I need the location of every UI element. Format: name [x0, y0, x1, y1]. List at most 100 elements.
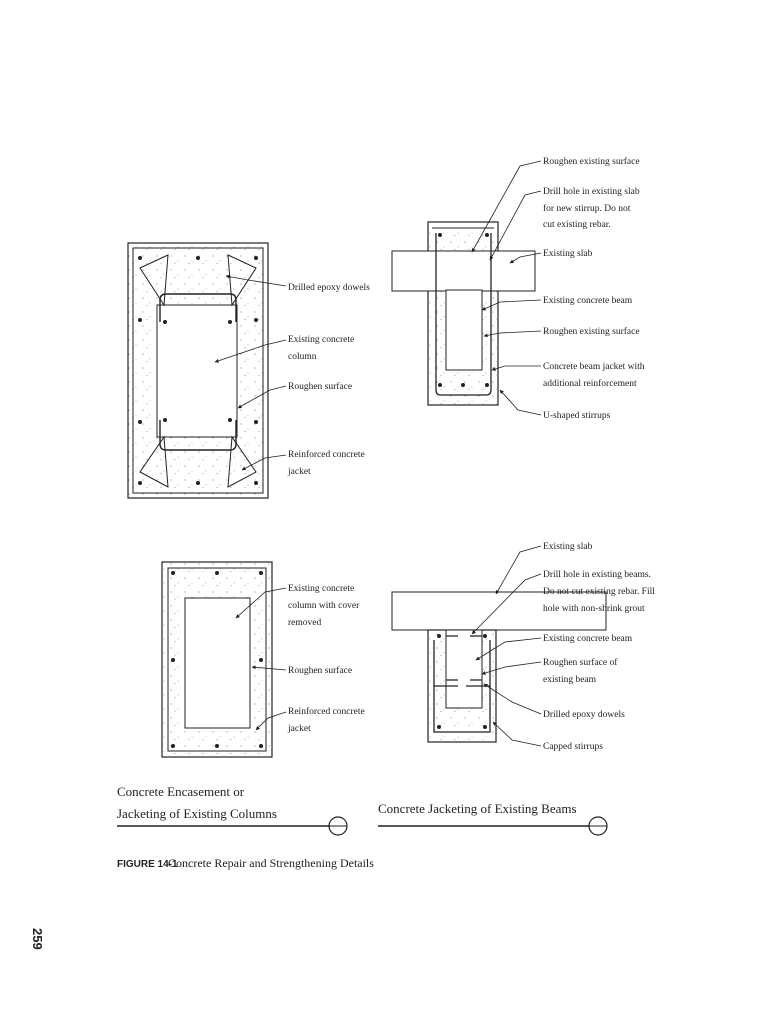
label-jacket: Concrete beam jacket with — [543, 362, 645, 372]
rebar — [196, 481, 200, 485]
rebar — [254, 481, 258, 485]
beam-detail-2: Existing slab Drill hole in existing bea… — [391, 542, 655, 752]
jacket-rebar-hoop — [132, 247, 264, 494]
label-roughen-2: existing beam — [543, 675, 597, 685]
caption-columns-line1: Concrete Encasement or — [117, 784, 245, 799]
existing-beam — [445, 289, 483, 371]
leader-slab — [509, 252, 542, 264]
slab-mask — [392, 251, 535, 291]
leader-drill — [489, 190, 542, 261]
leader-beam — [475, 637, 542, 661]
rebar — [254, 256, 258, 260]
rebar — [461, 383, 465, 387]
dowel-top — [159, 293, 237, 322]
jacket-rebar-hoop — [167, 567, 267, 752]
existing-column-cover-removed — [184, 597, 251, 729]
label-roughen: Roughen surface — [288, 381, 352, 392]
leader-jacket — [255, 711, 287, 731]
rebar — [138, 318, 142, 322]
leader-existing-column — [214, 339, 287, 363]
leader-stirrups — [499, 389, 542, 416]
beam-detail-1: Roughen existing surface Drill hole in e… — [391, 156, 645, 421]
rebar — [483, 634, 487, 638]
leader-dowels — [225, 274, 287, 287]
existing-column-mask — [185, 598, 250, 728]
label-jacket: Reinforced concrete — [288, 706, 365, 717]
label-stirrups: Capped stirrups — [543, 742, 603, 752]
label-drill-3: cut existing rebar. — [543, 220, 611, 230]
label-drill: Drill hole in existing beams. — [543, 570, 651, 580]
rebar — [138, 481, 142, 485]
rebar — [437, 634, 441, 638]
rebar — [254, 420, 258, 424]
leader-roughen — [251, 665, 287, 671]
rebar — [259, 571, 263, 575]
page-number: 259 — [30, 928, 45, 950]
label-slab: Existing slab — [543, 542, 593, 552]
rebar — [438, 383, 442, 387]
caption-beams-text: Concrete Jacketing of Existing Beams — [378, 801, 577, 816]
caption-columns-line2: Jacketing of Existing Columns — [117, 806, 277, 821]
label-roughen: Roughen existing surface — [543, 326, 640, 337]
rebar — [228, 320, 232, 324]
label-existing-column: Existing concrete — [288, 335, 354, 345]
label-drill-3: hole with non-shrink grout — [543, 604, 645, 614]
rebar — [438, 233, 442, 237]
tie-bottom-right — [227, 435, 257, 488]
column-detail-1: Drilled epoxy dowels Existing concrete c… — [127, 242, 370, 499]
rebar — [215, 571, 219, 575]
label-beam: Existing concrete beam — [543, 296, 633, 306]
leader-existing-column — [235, 587, 287, 619]
label-drill-2: Do not cut existing rebar. Fill — [543, 587, 655, 597]
label-beam: Existing concrete beam — [543, 634, 633, 644]
rebar — [259, 658, 263, 662]
label-jacket-2: additional reinforcement — [543, 378, 637, 389]
leader-roughen — [481, 661, 542, 675]
column-detail-2: Existing concrete column with cover remo… — [161, 561, 365, 758]
leader-roughen — [237, 385, 287, 409]
rebar — [196, 256, 200, 260]
rebar — [138, 256, 142, 260]
rebar — [163, 418, 167, 422]
rebar — [228, 418, 232, 422]
label-dowels: Drilled epoxy dowels — [288, 283, 370, 293]
tie-bottom-left — [139, 435, 169, 488]
label-drill-2: for new stirrup. Do not — [543, 203, 631, 214]
label-jacket-2: jacket — [287, 467, 311, 477]
leader-roughen-top — [471, 160, 542, 253]
leader-drill — [471, 573, 542, 635]
label-existing-column-3: removed — [288, 618, 321, 628]
beam-mask — [446, 630, 482, 708]
label-existing-column: Existing concrete — [288, 584, 354, 594]
label-roughen: Roughen surface — [288, 665, 352, 676]
label-slab: Existing slab — [543, 249, 593, 259]
caption-beams: Concrete Jacketing of Existing Beams — [378, 801, 608, 836]
rebar — [485, 383, 489, 387]
rebar — [138, 420, 142, 424]
leader-roughen — [483, 330, 542, 338]
rebar — [485, 233, 489, 237]
label-existing-column-2: column — [288, 352, 317, 362]
dowel-bottom — [159, 420, 237, 451]
leader-slab — [495, 545, 542, 595]
rebar — [254, 318, 258, 322]
tie-top-right — [227, 254, 257, 307]
label-roughen: Roughen surface of — [543, 657, 618, 668]
figure-number: FIGURE 14-1 — [117, 859, 178, 870]
rebar — [215, 744, 219, 748]
leader-jacket — [491, 365, 541, 371]
leader-stirrups — [492, 721, 542, 747]
figure-caption: FIGURE 14-1 Concrete Repair and Strength… — [117, 856, 374, 870]
leader-jacket — [241, 454, 287, 471]
label-roughen-top: Roughen existing surface — [543, 156, 640, 167]
rebar — [163, 320, 167, 324]
beam-mask — [446, 290, 482, 370]
label-stirrups: U-shaped stirrups — [543, 411, 611, 421]
rebar — [171, 744, 175, 748]
tie-top-left — [139, 254, 169, 307]
existing-column-mask — [157, 305, 237, 437]
existing-beam — [445, 629, 483, 709]
figure-title: Concrete Repair and Strengthening Detail… — [168, 856, 374, 870]
label-drill: Drill hole in existing slab — [543, 187, 640, 197]
label-jacket: Reinforced concrete — [288, 449, 365, 460]
